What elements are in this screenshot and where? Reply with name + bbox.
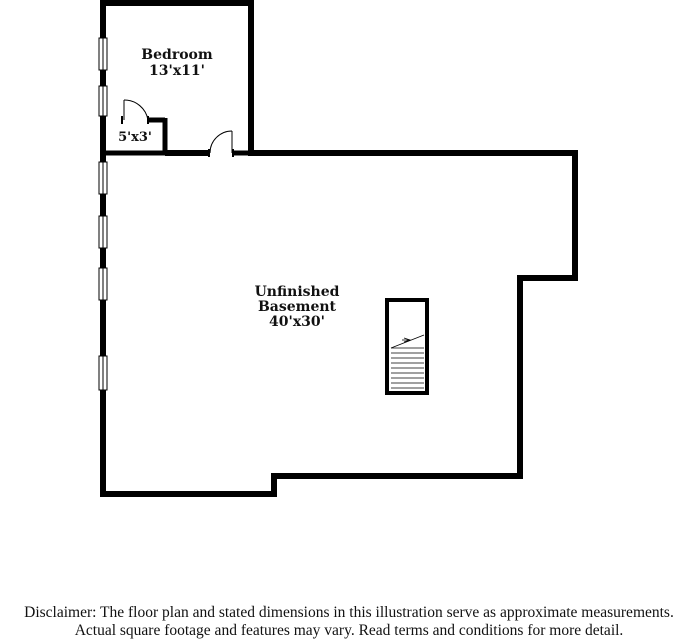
- bedroom-name: Bedroom: [141, 47, 213, 63]
- closet-dimensions: 5'x3': [118, 130, 152, 145]
- window-icon: [98, 161, 108, 195]
- closet-door-icon: [121, 99, 149, 124]
- window-icon: [98, 85, 108, 117]
- door-gaps: [165, 150, 209, 156]
- basement-name-line2: Basement: [258, 299, 337, 315]
- windows: [98, 37, 108, 391]
- disclaimer-line-1: Disclaimer: The floor plan and stated di…: [24, 604, 674, 621]
- window-icon: [98, 267, 108, 301]
- interior-walls: [103, 117, 251, 156]
- bedroom-dimensions: 13'x11': [149, 63, 205, 79]
- floor-plan: Bedroom 13'x11' 5'x3' Unfinished Basemen…: [98, 0, 578, 497]
- exterior-walls: [100, 0, 578, 497]
- wall-left-upper: [100, 0, 578, 497]
- basement-name-line1: Unfinished: [255, 284, 340, 300]
- bedroom-door-icon: [208, 130, 234, 157]
- disclaimer-line-2: Actual square footage and features may v…: [74, 622, 624, 639]
- window-icon: [98, 355, 108, 391]
- window-icon: [98, 37, 108, 71]
- stairs-icon: [385, 298, 429, 395]
- basement-dimensions: 40'x30': [269, 314, 325, 330]
- window-icon: [98, 215, 108, 249]
